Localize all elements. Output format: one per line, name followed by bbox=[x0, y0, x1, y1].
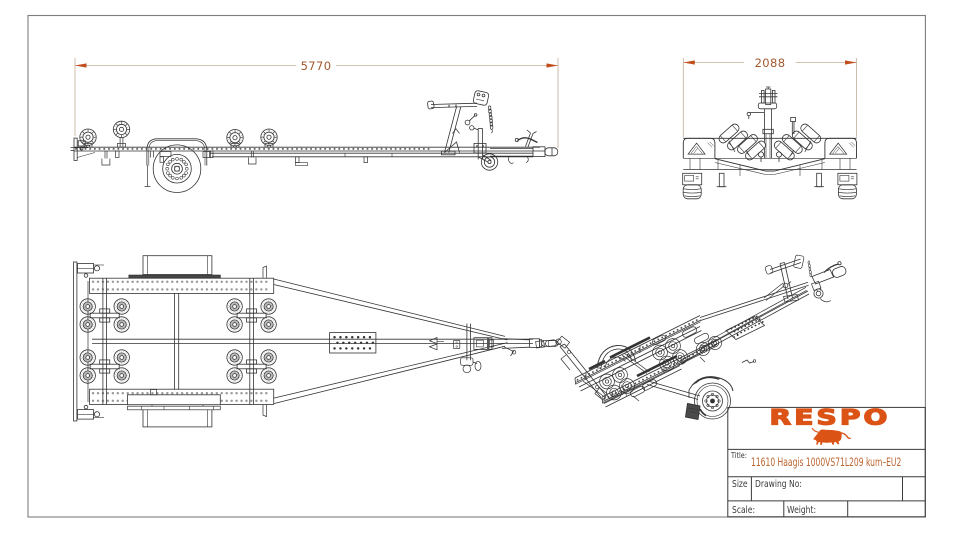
iso-cluster-front bbox=[652, 326, 722, 372]
walkway-plate bbox=[329, 332, 377, 354]
size-label: Size bbox=[732, 479, 748, 490]
jockey-wheel bbox=[469, 125, 499, 171]
sheet-border bbox=[27, 14, 926, 518]
drawing-no-label: Drawing No: bbox=[755, 479, 802, 490]
title-value: 11610 Haagis 1000VS71L209 kum–EU2 bbox=[751, 455, 902, 469]
isometric-view bbox=[535, 254, 847, 421]
iso-chassis bbox=[578, 326, 702, 408]
jockey-plan bbox=[460, 357, 482, 374]
iso-drawbar bbox=[679, 281, 810, 364]
winch-plan bbox=[428, 323, 494, 361]
dimension-length-graphics bbox=[74, 58, 559, 148]
bull-icon bbox=[811, 427, 851, 445]
iso-lamp-exploded bbox=[535, 338, 562, 349]
winch-mast bbox=[746, 86, 778, 159]
iso-coupler bbox=[811, 261, 847, 303]
iso-winch bbox=[763, 254, 812, 303]
title-block-grid bbox=[727, 406, 926, 518]
front-view bbox=[682, 86, 858, 200]
arrow-left-icon bbox=[75, 63, 87, 68]
title-label: Title: bbox=[730, 451, 747, 460]
chain bbox=[487, 105, 494, 134]
dimension-length-label: 5770 bbox=[300, 58, 332, 73]
dimension-width-graphics bbox=[682, 58, 857, 138]
arrow-left-icon bbox=[683, 60, 695, 65]
arrow-right-icon bbox=[546, 63, 558, 68]
iso-wheel bbox=[684, 376, 734, 421]
dimension-width-label: 2088 bbox=[754, 55, 786, 70]
side-view bbox=[70, 90, 559, 193]
wheel-side bbox=[152, 144, 202, 193]
iso-far-fender bbox=[596, 345, 636, 369]
weight-label: Weight: bbox=[787, 505, 817, 516]
coupler-side bbox=[490, 129, 559, 164]
winch-stand bbox=[427, 90, 494, 156]
iso-chain bbox=[807, 260, 812, 278]
top-view bbox=[73, 255, 559, 429]
scale-label: Scale: bbox=[732, 505, 756, 516]
iso-cluster-rear bbox=[599, 367, 658, 402]
iso-rails bbox=[574, 315, 718, 404]
iso-walkway bbox=[725, 315, 766, 340]
logo-text: RESPO bbox=[769, 405, 891, 431]
arrow-right-icon bbox=[845, 60, 857, 65]
